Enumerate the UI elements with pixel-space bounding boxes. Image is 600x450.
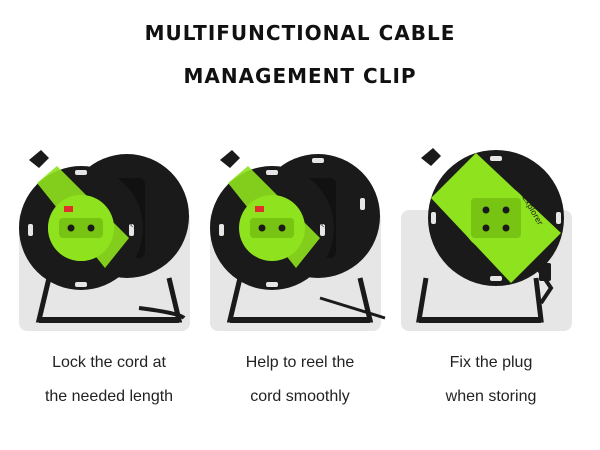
cable-reel-icon: CORD REEL (19, 150, 189, 323)
caption-lock-cord: Lock the cord at the needed length (14, 346, 204, 414)
cable-reel-image-2: CORD REEL (210, 150, 386, 323)
caption-reel-smoothly: Help to reel the cord smoothly (205, 346, 395, 414)
caption-3-line-1: Fix the plug (449, 354, 533, 371)
caption-2-line-1: Help to reel the (245, 354, 355, 371)
caption-3-line-2: when storing (445, 388, 537, 405)
cable-reel-image-3: Ultra Explorer (416, 148, 564, 323)
caption-1-line-1: Lock the cord at (52, 354, 166, 371)
caption-2-line-2: cord smoothly (250, 388, 350, 405)
page-title-line-2: MANAGEMENT CLIP (183, 64, 417, 88)
caption-1-line-2: the needed length (44, 388, 174, 405)
cable-reel-icon: CORD REEL (210, 150, 386, 323)
page-title-line-1: MULTIFUNCTIONAL CABLE (144, 21, 456, 45)
caption-fix-plug: Fix the plug when storing (396, 346, 586, 414)
cable-reel-image-1: CORD REEL (19, 150, 189, 323)
cable-reel-icon: Ultra Explorer (416, 148, 564, 323)
